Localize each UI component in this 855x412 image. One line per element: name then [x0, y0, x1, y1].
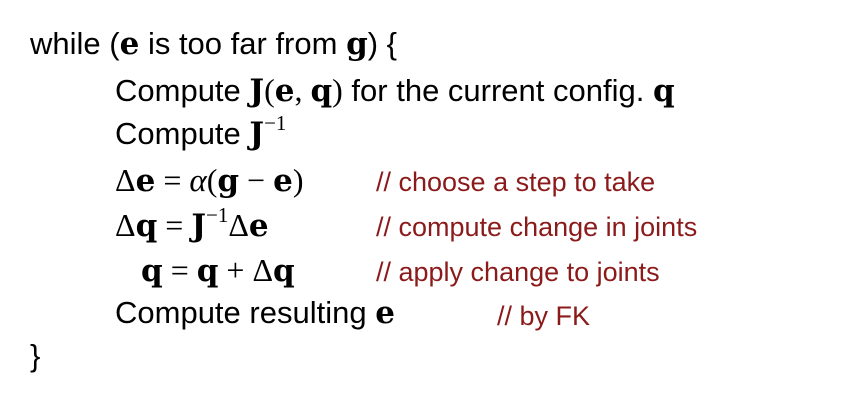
jacobian-symbol: J: [249, 116, 265, 152]
compute-keyword: Compute: [115, 73, 250, 108]
paren-close: ): [332, 72, 343, 108]
while-keyword: while (: [30, 26, 120, 61]
var-e: e: [274, 73, 295, 109]
inverse-exponent: −1: [205, 203, 229, 227]
compute-inverse-line: Compute J−1: [115, 111, 287, 154]
while-text: is too far from: [139, 26, 347, 61]
delta-symbol: Δ: [252, 252, 274, 288]
paren-open: (: [206, 162, 218, 198]
jacobian-symbol: J: [191, 208, 206, 244]
compute-keyword: Compute resulting: [115, 295, 376, 330]
var-e: e: [273, 163, 293, 199]
inverse-exponent: −1: [264, 111, 287, 135]
update-q-line: q = q + Δq: [141, 250, 295, 291]
comment-apply-change: // apply change to joints: [376, 257, 660, 287]
var-q: q: [135, 208, 158, 244]
var-e: e: [248, 208, 269, 244]
delta-symbol: Δ: [115, 207, 136, 243]
var-e: e: [375, 295, 395, 331]
compute-keyword: Compute: [115, 116, 250, 151]
comment-by-fk: // by FK: [497, 301, 591, 331]
equals: =: [157, 207, 192, 243]
comma: ,: [294, 72, 311, 108]
var-q: q: [141, 253, 163, 289]
equals: =: [155, 162, 190, 198]
var-q: q: [273, 253, 295, 289]
delta-symbol: Δ: [115, 162, 136, 198]
alpha-symbol: α: [189, 163, 207, 199]
jacobian-symbol: J: [249, 73, 265, 109]
comment-choose-step: // choose a step to take: [376, 167, 656, 197]
minus: −: [239, 162, 274, 198]
config-text: for the current config.: [342, 73, 653, 108]
var-g: g: [346, 26, 368, 62]
var-q: q: [196, 253, 219, 289]
paren-close: ): [292, 162, 304, 198]
comment-compute-change: // compute change in joints: [376, 212, 698, 242]
var-e: e: [135, 163, 156, 199]
delta-q-line: Δq = J−1Δe: [115, 205, 269, 246]
equals: =: [162, 252, 197, 288]
compute-jacobian-line: Compute J(e, q) for the current config. …: [115, 70, 675, 111]
compute-fk-line: Compute resulting e: [115, 293, 395, 333]
var-e: e: [119, 26, 140, 62]
while-open-brace: ) {: [367, 26, 398, 61]
var-q: q: [310, 73, 333, 109]
plus: +: [218, 252, 253, 288]
var-q: q: [652, 73, 675, 109]
var-g: g: [217, 163, 240, 199]
delta-e-line: Δe = α(g − e): [115, 160, 303, 201]
delta-symbol: Δ: [228, 207, 249, 243]
paren-open: (: [264, 72, 275, 108]
close-brace: }: [30, 338, 41, 373]
while-line: while (e is too far from g) {: [30, 24, 397, 64]
